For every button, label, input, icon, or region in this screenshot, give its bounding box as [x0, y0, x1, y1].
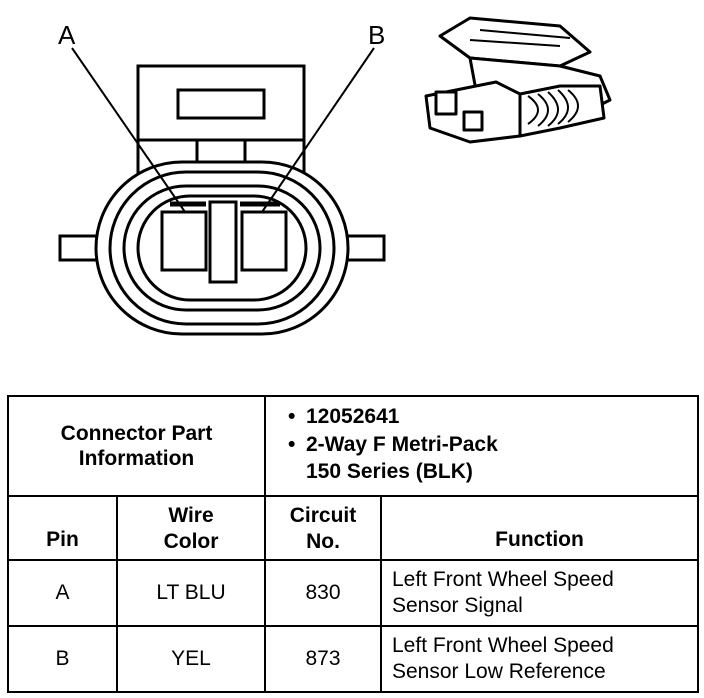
connector-diagram: A B	[58, 16, 612, 336]
header-row: Pin Wire Color Circuit No. Function	[7, 495, 699, 561]
part-info-values: 12052641 2-Way F Metri-Pack 150 Series (…	[264, 395, 699, 497]
connector-isometric-view	[424, 16, 612, 144]
header-wire-color: Wire Color	[116, 495, 266, 561]
circuit-cell: 873	[264, 625, 382, 693]
table-row: B YEL 873 Left Front Wheel Speed Sensor …	[7, 625, 699, 693]
part-info-row: Connector Part Information 12052641 2-Wa…	[7, 395, 699, 497]
part-description: 2-Way F Metri-Pack 150 Series (BLK)	[288, 431, 697, 485]
pin-cell: A	[7, 559, 118, 627]
connector-info-table: Connector Part Information 12052641 2-Wa…	[7, 395, 699, 693]
pin-a-callout: A	[58, 20, 76, 50]
header-circuit-no: Circuit No.	[264, 495, 382, 561]
connector-face-view	[58, 47, 386, 336]
wire-color-cell: LT BLU	[116, 559, 266, 627]
header-function: Function	[380, 495, 699, 561]
pin-b-callout: B	[368, 20, 385, 50]
wire-color-cell: YEL	[116, 625, 266, 693]
part-info-label: Connector Part Information	[7, 395, 266, 497]
part-number: 12052641	[288, 403, 697, 430]
circuit-cell: 830	[264, 559, 382, 627]
function-cell: Left Front Wheel Speed Sensor Signal	[380, 559, 699, 627]
header-pin: Pin	[7, 495, 118, 561]
pin-cell: B	[7, 625, 118, 693]
function-cell: Left Front Wheel Speed Sensor Low Refere…	[380, 625, 699, 693]
table-row: A LT BLU 830 Left Front Wheel Speed Sens…	[7, 559, 699, 627]
